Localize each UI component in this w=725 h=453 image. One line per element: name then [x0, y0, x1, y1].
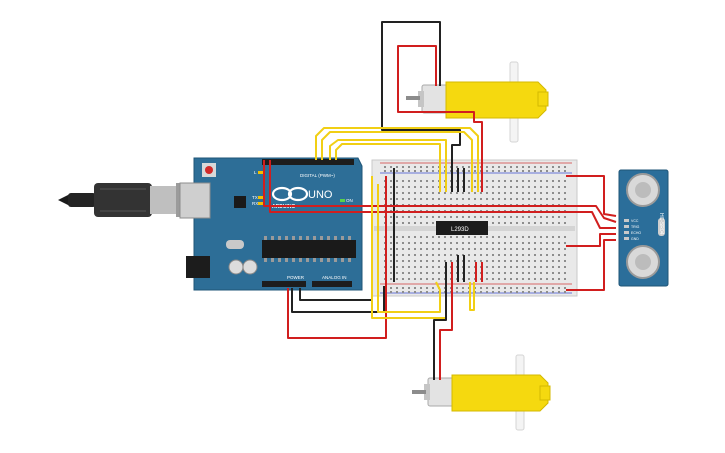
analog-header[interactable] — [312, 281, 352, 287]
usb-port — [179, 182, 211, 219]
wire-sensor-gnd[interactable] — [566, 239, 616, 291]
pin-echo: ECHO — [631, 231, 641, 235]
wire-motor-bottom-red[interactable] — [439, 262, 453, 380]
usb-cable[interactable] — [58, 183, 198, 217]
wire-yellow-6[interactable] — [377, 184, 441, 313]
wire-yellow-4[interactable] — [335, 143, 441, 192]
l293d-chip[interactable]: L293D — [436, 221, 488, 235]
wire-motor-top-black[interactable] — [381, 21, 461, 192]
wire-motor-top-red[interactable] — [397, 45, 483, 192]
pin-vcc: VCC — [631, 219, 639, 223]
dc-motor-bottom[interactable] — [412, 354, 551, 431]
analog-label: ANALOG IN — [322, 275, 347, 280]
sensor-label: HC-SR04 — [658, 213, 664, 235]
wire-yellow-2[interactable] — [321, 131, 473, 192]
atmega-chip — [262, 240, 356, 258]
led-rx — [258, 202, 263, 205]
wire-power-gnd[interactable] — [291, 286, 385, 313]
wire-yellow-3[interactable] — [329, 139, 447, 192]
model-label: UNO — [308, 189, 333, 201]
ic-label: L293D — [451, 227, 469, 233]
led-on — [340, 199, 345, 202]
led-tx — [258, 196, 263, 199]
led-label-rx: RX — [252, 201, 258, 206]
on-label: ON — [346, 198, 353, 203]
wires — [263, 21, 617, 380]
power-jack — [186, 256, 210, 278]
wire-echo[interactable] — [269, 160, 616, 229]
wire-trig[interactable] — [263, 160, 617, 223]
wire-power-5v[interactable] — [287, 176, 387, 339]
wire-sensor-vcc[interactable] — [566, 175, 617, 217]
arduino-logo — [271, 186, 309, 202]
led-l — [258, 171, 263, 174]
hc-sr04-sensor[interactable]: HC-SR04 VCC TRIG ECHO GND — [618, 169, 669, 287]
power-label: POWER — [287, 275, 305, 280]
pin-gnd: GND — [631, 237, 639, 241]
led-label-tx: TX — [252, 195, 258, 200]
wire-motor-bottom-black[interactable] — [433, 262, 447, 380]
wire-yellow-1[interactable] — [315, 127, 479, 192]
digital-label: DIGITAL (PWM~) — [300, 173, 335, 178]
pin-trig: TRIG — [631, 225, 640, 229]
breadboard[interactable] — [371, 159, 578, 297]
dc-motor-top[interactable] — [406, 61, 549, 143]
arduino-uno-board[interactable]: UNO ARDUINO DIGITAL (PWM~) POWER ANALOG … — [179, 157, 363, 291]
power-header[interactable] — [262, 281, 306, 287]
led-label-l: L — [254, 170, 257, 175]
digital-header[interactable] — [262, 159, 354, 165]
